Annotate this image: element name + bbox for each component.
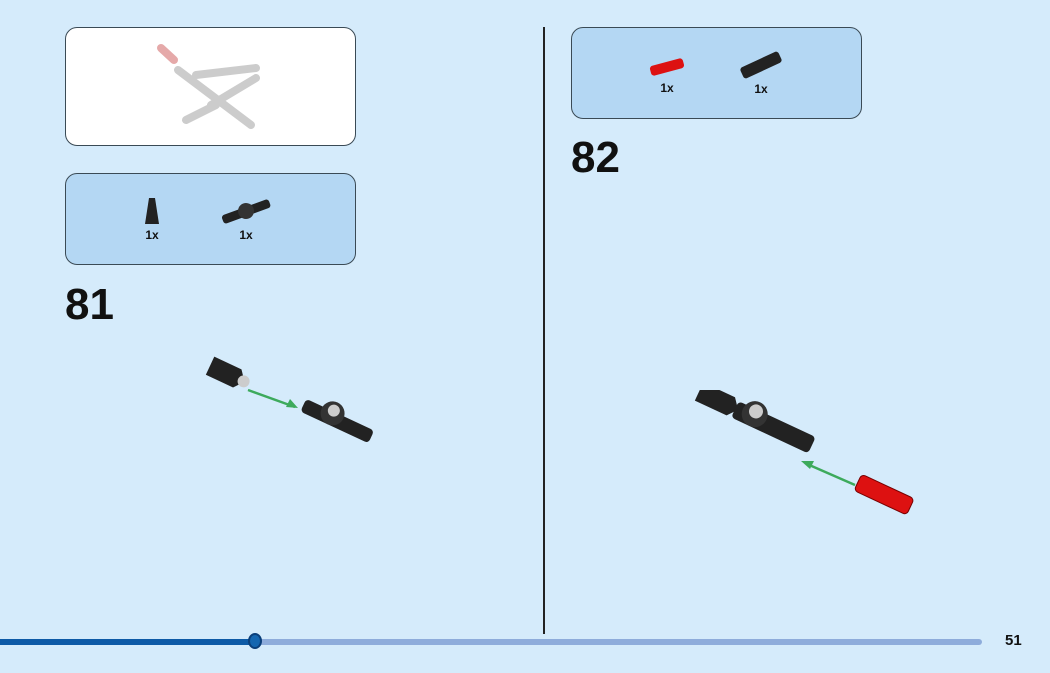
cone-part-icon	[145, 198, 159, 224]
red-connector-part-icon	[649, 58, 685, 76]
page-number: 51	[1005, 632, 1022, 649]
part-axle-hub: 1x	[216, 196, 276, 242]
axle-hub-part-icon	[221, 199, 271, 224]
step-81-assembly-image	[205, 356, 373, 442]
parts-list-step-81: 1x 1x	[65, 173, 356, 265]
step-82-assembly-image	[694, 390, 914, 515]
step-number-81: 81	[65, 280, 114, 329]
page-divider	[543, 27, 545, 634]
progress-fill	[0, 639, 256, 645]
part-red-connector: 1x	[647, 55, 687, 95]
progress-slider-thumb[interactable]	[248, 633, 263, 649]
part-cone: 1x	[144, 196, 160, 242]
model-preview-image	[157, 44, 260, 129]
black-connector-part-icon	[740, 51, 782, 79]
parts-list-step-82: 1x 1x	[571, 27, 862, 119]
context-model-preview	[65, 27, 356, 146]
page-progress-slider[interactable]	[0, 633, 982, 649]
part-black-connector: 1x	[737, 50, 785, 96]
step-number-82: 82	[571, 133, 620, 182]
